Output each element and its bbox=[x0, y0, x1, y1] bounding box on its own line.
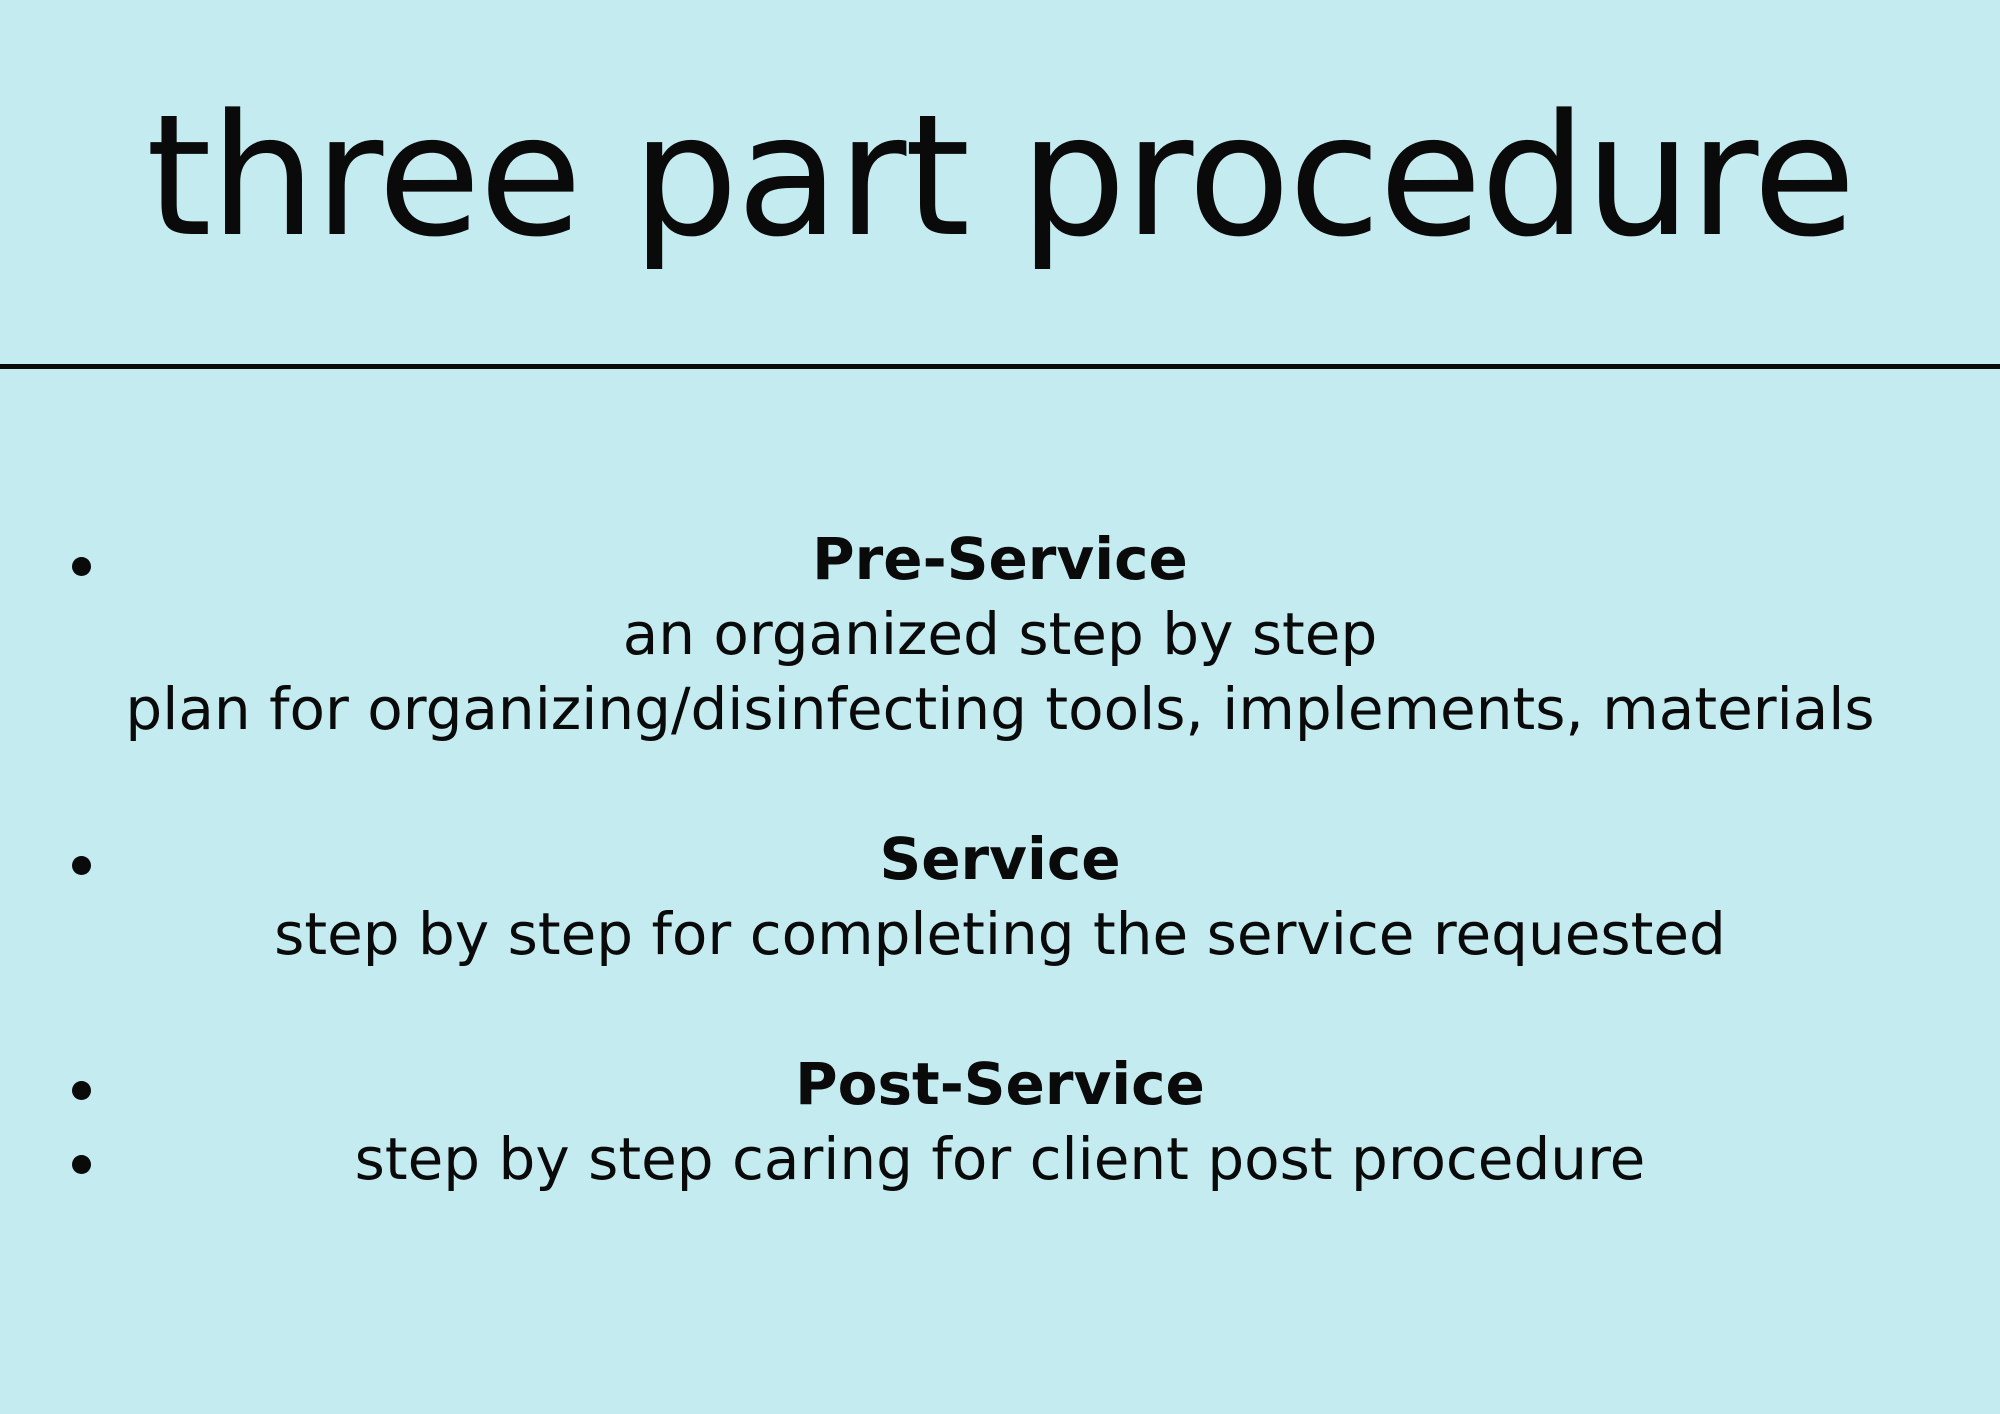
section-heading-pre-service: Pre-Service bbox=[812, 525, 1188, 593]
bullet-service bbox=[72, 856, 91, 875]
divider bbox=[0, 364, 2000, 369]
section-text-pre-service-2: plan for organizing/disinfecting tools, … bbox=[125, 675, 1875, 743]
bullet-pre-service bbox=[72, 557, 91, 576]
section-text-pre-service-1: an organized step by step bbox=[622, 600, 1378, 668]
section-heading-service: Service bbox=[879, 825, 1121, 893]
section-text-post-service-1: step by step caring for client post proc… bbox=[354, 1125, 1646, 1193]
bullet-post-service-detail bbox=[72, 1155, 91, 1174]
bullet-post-service bbox=[72, 1081, 91, 1100]
page-title: three part procedure bbox=[145, 78, 1856, 274]
section-heading-post-service: Post-Service bbox=[795, 1050, 1205, 1118]
section-text-service-1: step by step for completing the service … bbox=[274, 900, 1726, 968]
